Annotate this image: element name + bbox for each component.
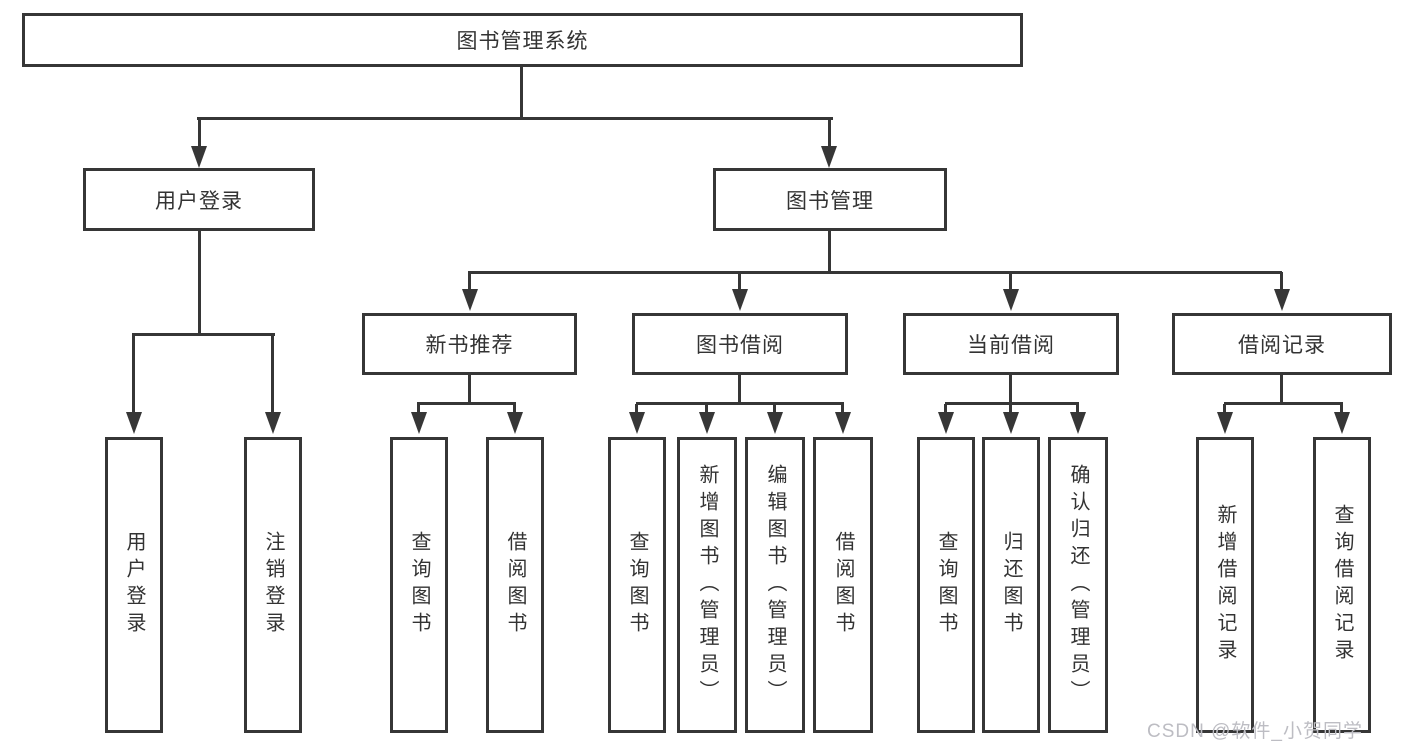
- leaf-user-login-label: 用户登录: [123, 531, 145, 639]
- connector-line: [197, 117, 833, 120]
- node-new-book-recommend: 新书推荐: [362, 313, 577, 375]
- node-root: 图书管理系统: [22, 13, 1023, 67]
- connector-line: [944, 404, 947, 416]
- arrowhead-icon: [1334, 412, 1350, 434]
- connector-line: [1076, 404, 1079, 416]
- node-borrow-records-label: 借阅记录: [1238, 334, 1326, 357]
- leaf-query-borrow-record: 查询借阅记录: [1313, 437, 1371, 733]
- leaf-borrow-books-recommend: 借阅图书: [486, 437, 544, 733]
- leaf-query-books-recommend-label: 查询图书: [408, 531, 430, 639]
- node-borrow-records: 借阅记录: [1172, 313, 1392, 375]
- node-current-borrow-label: 当前借阅: [967, 334, 1055, 357]
- arrowhead-icon: [1274, 289, 1290, 311]
- node-book-borrow-label: 图书借阅: [696, 334, 784, 357]
- connector-line: [1009, 272, 1012, 290]
- leaf-user-login: 用户登录: [105, 437, 163, 733]
- arrowhead-icon: [732, 289, 748, 311]
- arrowhead-icon: [191, 146, 207, 168]
- leaf-borrow-books-label: 借阅图书: [832, 531, 854, 639]
- leaf-query-books-borrow: 查询图书: [608, 437, 666, 733]
- arrowhead-icon: [1003, 412, 1019, 434]
- connector-line: [828, 118, 831, 148]
- node-book-management-label: 图书管理: [786, 189, 874, 213]
- leaf-logout: 注销登录: [244, 437, 302, 733]
- connector-line: [468, 374, 471, 405]
- connector-line: [705, 404, 708, 416]
- connector-line: [773, 404, 776, 416]
- leaf-edit-book-admin: 编辑图书（管理员）: [745, 437, 805, 733]
- connector-line: [738, 374, 741, 405]
- connector-line: [1340, 404, 1343, 416]
- connector-line: [520, 67, 523, 119]
- arrowhead-icon: [126, 412, 142, 434]
- leaf-query-books-current: 查询图书: [917, 437, 975, 733]
- leaf-add-borrow-record-label: 新增借阅记录: [1214, 504, 1236, 666]
- leaf-logout-label: 注销登录: [262, 531, 284, 639]
- arrowhead-icon: [699, 412, 715, 434]
- leaf-query-books-current-label: 查询图书: [935, 531, 957, 639]
- node-new-book-recommend-label: 新书推荐: [425, 334, 514, 357]
- leaf-add-book-admin-label: 新增图书（管理员）: [696, 463, 718, 707]
- connector-line: [1224, 402, 1343, 405]
- connector-line: [841, 404, 844, 416]
- leaf-add-borrow-record: 新增借阅记录: [1196, 437, 1254, 733]
- connector-line: [198, 231, 201, 336]
- arrowhead-icon: [629, 412, 645, 434]
- connector-line: [1223, 404, 1226, 416]
- connector-line: [1280, 374, 1283, 405]
- connector-line: [513, 404, 516, 416]
- leaf-return-book-label: 归还图书: [1000, 531, 1022, 639]
- node-user-login-label: 用户登录: [155, 189, 243, 213]
- connector-line: [1009, 404, 1012, 416]
- leaf-borrow-books-recommend-label: 借阅图书: [504, 531, 526, 639]
- arrowhead-icon: [835, 412, 851, 434]
- node-book-management: 图书管理: [713, 168, 947, 231]
- arrowhead-icon: [767, 412, 783, 434]
- arrowhead-icon: [507, 412, 523, 434]
- node-book-borrow: 图书借阅: [632, 313, 848, 375]
- connector-line: [271, 334, 274, 414]
- connector-line: [198, 118, 201, 148]
- node-user-login: 用户登录: [83, 168, 315, 231]
- connector-line: [132, 333, 275, 336]
- arrowhead-icon: [1003, 289, 1019, 311]
- connector-line: [132, 334, 135, 414]
- leaf-confirm-return-admin-label: 确认归还（管理员）: [1067, 463, 1089, 707]
- arrowhead-icon: [462, 289, 478, 311]
- connector-line: [1009, 374, 1012, 405]
- leaf-query-borrow-record-label: 查询借阅记录: [1331, 504, 1353, 666]
- arrowhead-icon: [821, 146, 837, 168]
- connector-line: [828, 231, 831, 274]
- connector-line: [468, 272, 471, 290]
- leaf-borrow-books: 借阅图书: [813, 437, 873, 733]
- node-current-borrow: 当前借阅: [903, 313, 1119, 375]
- leaf-edit-book-admin-label: 编辑图书（管理员）: [764, 463, 786, 707]
- leaf-add-book-admin: 新增图书（管理员）: [677, 437, 737, 733]
- connector-line: [738, 272, 741, 290]
- connector-line: [635, 404, 638, 416]
- arrowhead-icon: [265, 412, 281, 434]
- csdn-watermark: CSDN @软件_小贺同学: [1147, 721, 1363, 742]
- leaf-query-books-recommend: 查询图书: [390, 437, 448, 733]
- connector-line: [468, 271, 1282, 274]
- node-root-label: 图书管理系统: [456, 30, 589, 53]
- arrowhead-icon: [411, 412, 427, 434]
- leaf-query-books-borrow-label: 查询图书: [626, 531, 648, 639]
- leaf-return-book: 归还图书: [982, 437, 1040, 733]
- arrowhead-icon: [1217, 412, 1233, 434]
- leaf-confirm-return-admin: 确认归还（管理员）: [1048, 437, 1108, 733]
- connector-line: [417, 404, 420, 416]
- arrowhead-icon: [938, 412, 954, 434]
- connector-line: [1280, 272, 1283, 290]
- arrowhead-icon: [1070, 412, 1086, 434]
- connector-line: [417, 402, 516, 405]
- connector-line: [636, 402, 844, 405]
- connector-line: [945, 402, 1079, 405]
